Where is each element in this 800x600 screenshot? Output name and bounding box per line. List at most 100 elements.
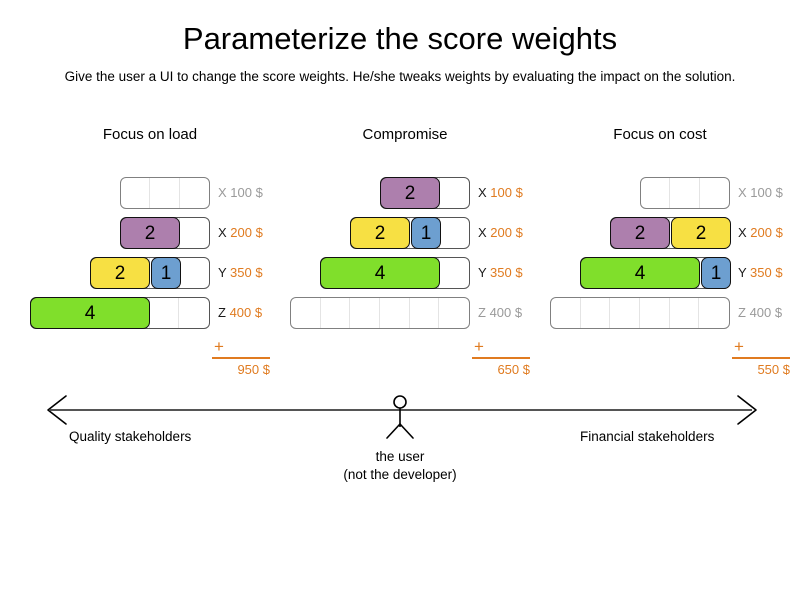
weight-segment[interactable]: 2 [350,217,410,249]
row-amount: 400 $ [485,305,523,320]
weight-segment[interactable]: 4 [580,257,700,289]
weight-track[interactable] [640,177,730,209]
row-key: X [218,185,227,200]
weight-row: Z 400 $ [280,293,530,333]
column-title: Focus on cost [613,126,707,143]
sum-block: +550 $ [732,337,790,378]
weight-segments: 4 [320,257,440,289]
weight-segment[interactable]: 1 [151,257,181,289]
axis-label-financial: Financial stakeholders [580,429,715,444]
row-label: Y 350 $ [478,264,523,282]
row-amount: 100 $ [486,185,523,200]
weight-row: 2 X 100 $ [280,173,530,213]
track-cell[interactable] [581,298,611,328]
weight-segment[interactable]: 2 [380,177,440,209]
sum-rule [212,357,270,359]
row-key: Z [218,305,226,320]
weight-segment[interactable]: 1 [411,217,441,249]
row-label: Y 350 $ [218,264,263,282]
weight-segment[interactable]: 4 [30,297,150,329]
row-key: X [478,185,487,200]
track-cell[interactable] [321,298,351,328]
track-cell[interactable] [380,298,410,328]
track-cell[interactable] [699,298,729,328]
axis-label-user: the user (not the developer) [300,448,500,484]
track-cell[interactable] [440,218,469,248]
row-amount: 200 $ [746,225,783,240]
track-cell[interactable] [439,258,469,288]
weight-track[interactable] [550,297,730,329]
row-amount: 400 $ [225,305,263,320]
track-cell[interactable] [670,178,700,208]
track-cell[interactable] [121,178,151,208]
sum-plus-sign: + [214,337,224,356]
sum-total: 950 $ [237,361,270,377]
sum-plus-sign: + [734,337,744,356]
track-cell[interactable] [670,298,700,328]
weight-segments: 2 [380,177,440,209]
track-cell[interactable] [439,298,469,328]
weight-row: Z 400 $ [530,293,790,333]
track-cell[interactable] [610,298,641,328]
track-cell[interactable] [440,178,469,208]
row-label: X 200 $ [738,224,783,242]
row-amount: 350 $ [486,265,523,280]
track-cell[interactable] [640,298,670,328]
axis-label-quality: Quality stakeholders [69,429,192,444]
track-cell[interactable] [180,218,209,248]
sum-block: +950 $ [212,337,270,378]
row-key: Y [218,265,227,280]
sum-total: 650 $ [497,361,530,377]
track-cell[interactable] [150,178,180,208]
column-title: Focus on load [102,126,198,143]
weight-track[interactable] [120,177,210,209]
weight-row: X 100 $ [530,173,790,213]
row-label: Z 400 $ [218,304,262,322]
track-cell[interactable] [551,298,581,328]
row-label: Z 400 $ [478,304,522,322]
track-cell[interactable] [180,178,209,208]
row-label: Z 400 $ [738,304,782,322]
weight-row: 4 Z 400 $ [20,293,280,333]
row-amount: 100 $ [746,185,783,200]
sum-plus-sign: + [474,337,484,356]
row-key: Z [738,305,746,320]
weight-segment[interactable]: 2 [671,217,731,249]
track-cell[interactable] [641,178,671,208]
track-cell[interactable] [150,298,180,328]
row-amount: 400 $ [745,305,783,320]
weight-segment[interactable]: 4 [320,257,440,289]
row-label: Y 350 $ [738,264,783,282]
sum-block: +650 $ [472,337,530,378]
axis-arrow-left-icon [47,395,67,425]
sum-rule [732,357,790,359]
user-label-line1: the user [375,449,425,464]
track-cell[interactable] [291,298,321,328]
row-key: X [218,225,227,240]
row-label: X 100 $ [478,184,523,202]
row-label: X 100 $ [218,184,263,202]
weight-segment[interactable]: 2 [90,257,150,289]
weight-row: 4 Y 350 $ [280,253,530,293]
weight-segment[interactable]: 2 [120,217,180,249]
row-key: Y [478,265,487,280]
row-key: X [738,225,747,240]
weight-segment[interactable]: 2 [610,217,670,249]
sum-rule [472,357,530,359]
weight-segment[interactable]: 1 [701,257,731,289]
track-cell[interactable] [180,258,209,288]
track-cell[interactable] [410,298,440,328]
track-cell[interactable] [179,298,209,328]
axis-svg [47,395,757,439]
track-cell[interactable] [700,178,729,208]
track-cell[interactable] [350,298,381,328]
row-key: Z [478,305,486,320]
weight-track[interactable] [290,297,470,329]
